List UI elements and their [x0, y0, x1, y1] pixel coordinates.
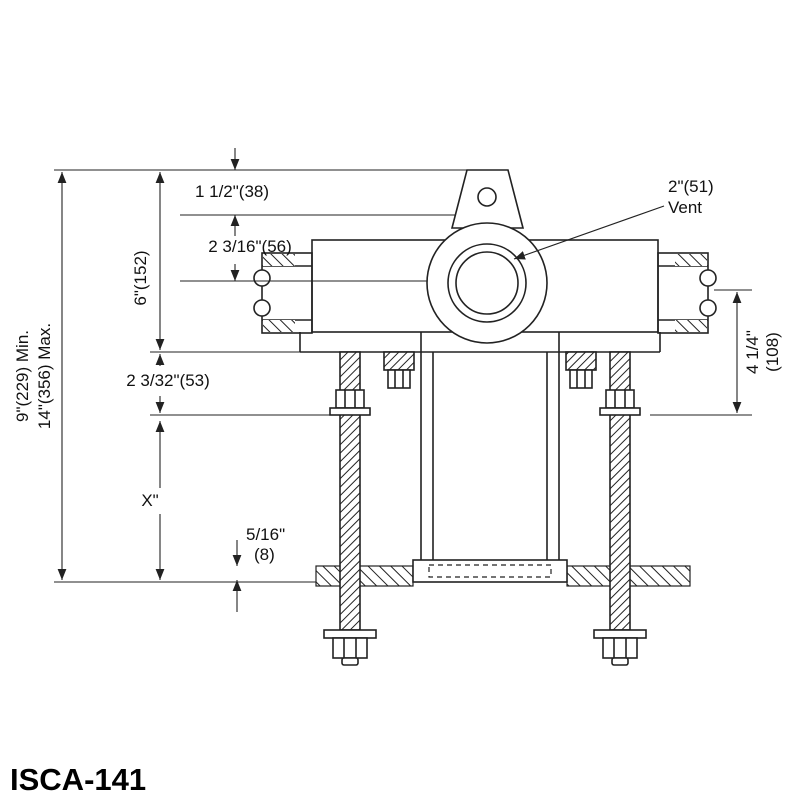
pipe-clamp-right	[565, 351, 597, 371]
upper-washer-right	[599, 407, 641, 416]
dimension-labels: 1 1/2"(38) 2 3/16"(56) 6"(152) 2 3/32"(5…	[13, 177, 782, 564]
hidden-gasket-line	[428, 564, 552, 578]
pipe-hub	[412, 559, 568, 583]
vent-boss	[426, 187, 548, 344]
upper-nut-left	[335, 389, 365, 409]
right-inlet-hub	[657, 252, 717, 334]
dim-variable-height-label: X"	[141, 491, 158, 510]
dim-floor-gap-in-label: 5/16"	[246, 525, 285, 544]
right-hub-notch-2	[699, 299, 717, 317]
vent-hub-circle	[447, 243, 527, 323]
left-hub-body	[261, 252, 313, 334]
upper-washer-left	[329, 407, 371, 416]
rod-tip-left	[341, 657, 359, 666]
mounting-lug	[450, 169, 525, 229]
dim-side-outlet-in-label: 4 1/4"	[743, 330, 762, 374]
lower-washer-left	[323, 629, 377, 639]
left-hub-section-hatch-top	[263, 254, 295, 266]
dim-body-height-label: 6"(152)	[131, 250, 150, 305]
floor-slab-left	[315, 565, 414, 587]
dim-overall-min-label: 9"(229) Min.	[13, 330, 32, 422]
lug-hole	[477, 187, 497, 207]
left-hub-section-hatch-bottom	[263, 320, 295, 332]
right-hub-body	[657, 252, 709, 334]
clamp-nut-right	[569, 369, 593, 389]
pipe-clamps	[383, 351, 597, 389]
left-hub-notch-2	[253, 299, 271, 317]
lower-nut-left	[332, 637, 368, 659]
vent-bore-circle	[455, 251, 519, 315]
clamp-nut-left	[387, 369, 411, 389]
fixture-outline	[253, 169, 717, 666]
dimension-lines	[54, 148, 752, 612]
upper-fasteners	[329, 389, 641, 416]
drain-pipe	[412, 332, 568, 583]
pipe-clamp-left	[383, 351, 415, 371]
dim-side-outlet-mm-label: (108)	[763, 332, 782, 372]
vent-name-label: Vent	[668, 198, 702, 217]
dim-overall-max-label: 14"(356) Max.	[35, 323, 54, 429]
right-hub-section-hatch-top	[675, 254, 707, 266]
dim-flange-depth-label: 2 3/32"(53)	[126, 371, 210, 390]
vent-boss-circle	[426, 222, 548, 344]
left-hub-notch-1	[253, 269, 271, 287]
lower-fasteners	[323, 629, 647, 666]
drawing-title: ISCA-141	[10, 762, 146, 797]
dim-top-offset-label: 1 1/2"(38)	[195, 182, 269, 201]
left-inlet-hub	[253, 252, 313, 334]
vent-size-label: 2"(51)	[668, 177, 714, 196]
dim-floor-gap-mm-label: (8)	[254, 545, 275, 564]
vent-leader-line	[513, 205, 665, 260]
lower-washer-right	[593, 629, 647, 639]
right-hub-section-hatch-bottom	[675, 320, 707, 332]
rod-tip-right	[611, 657, 629, 666]
lower-nut-right	[602, 637, 638, 659]
upper-nut-right	[605, 389, 635, 409]
dim-hub-centerline-label: 2 3/16"(56)	[208, 237, 292, 256]
right-hub-notch-1	[699, 269, 717, 287]
